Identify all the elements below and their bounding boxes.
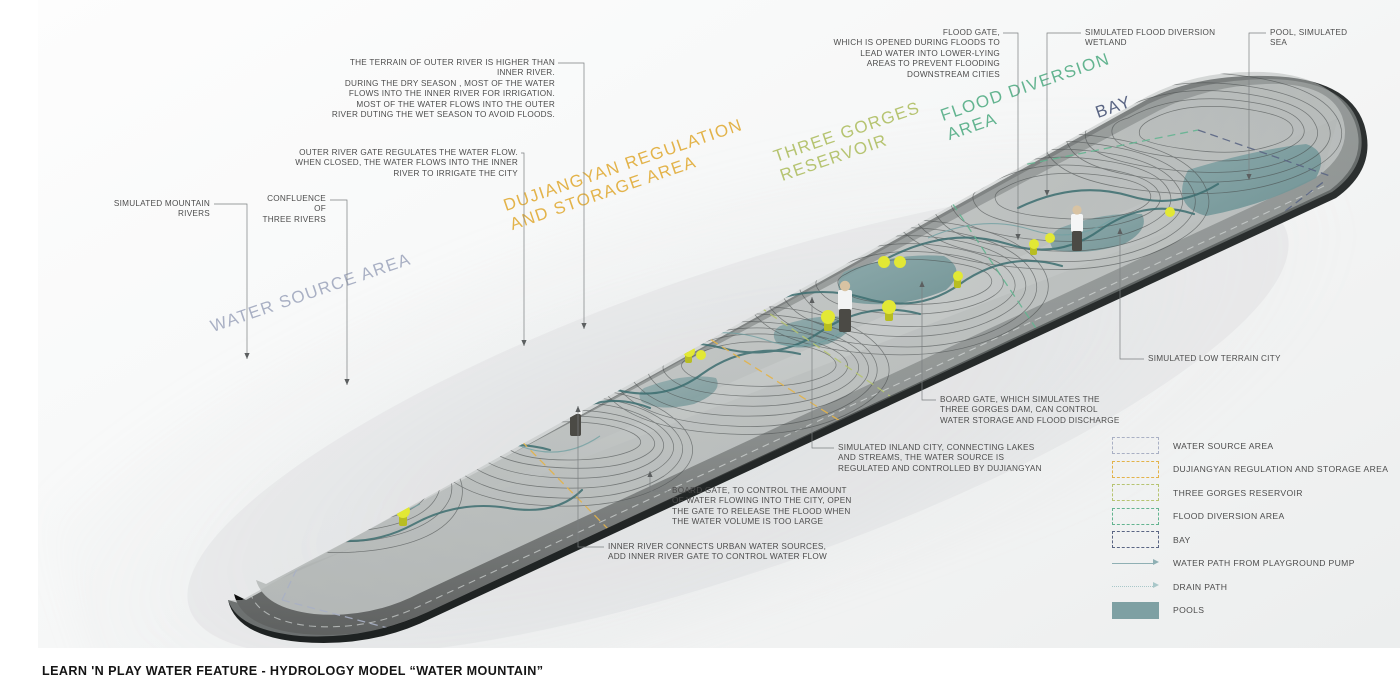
legend-item: DUJIANGYAN REGULATION AND STORAGE AREA xyxy=(1112,458,1392,482)
legend-item: BAY xyxy=(1112,528,1392,552)
legend-item: DRAIN PATH xyxy=(1112,575,1392,599)
legend-label: POOLS xyxy=(1173,605,1205,616)
legend-swatch-box xyxy=(1112,460,1159,478)
legend-label: THREE GORGES RESERVOIR xyxy=(1173,487,1303,498)
legend-item: POOLS xyxy=(1112,599,1392,623)
scale-figure-middle xyxy=(838,280,852,332)
annotation-board-gate-three-gorges: BOARD GATE, WHICH SIMULATES THE THREE GO… xyxy=(940,395,1120,425)
annotation-simulated-low-terrain-city: SIMULATED LOW TERRAIN CITY xyxy=(1148,354,1281,363)
page-title: LEARN 'N PLAY WATER FEATURE - HYDROLOGY … xyxy=(42,664,544,678)
annotation-board-gate-city-amount: BOARD GATE, TO CONTROL THE AMOUNT OF WAT… xyxy=(672,486,852,527)
annotation-outer-river-gate: OUTER RIVER GATE REGULATES THE WATER FLO… xyxy=(295,148,518,178)
legend-label: WATER SOURCE AREA xyxy=(1173,440,1274,451)
legend: WATER SOURCE AREA DUJIANGYAN REGULATION A… xyxy=(1112,434,1392,622)
legend-swatch-box xyxy=(1112,531,1159,549)
legend-label: WATER PATH FROM PLAYGROUND PUMP xyxy=(1173,558,1355,569)
legend-label: DUJIANGYAN REGULATION AND STORAGE AREA xyxy=(1173,464,1389,475)
annotation-flood-gate: FLOOD GATE, WHICH IS OPENED DURING FLOOD… xyxy=(833,28,1000,79)
legend-swatch-box xyxy=(1112,484,1159,502)
annotation-terrain-of-outer-river: THE TERRAIN OF OUTER RIVER IS HIGHER THA… xyxy=(331,58,555,120)
legend-item: WATER PATH FROM PLAYGROUND PUMP xyxy=(1112,552,1392,576)
annotation-simulated-inland-city: SIMULATED INLAND CITY, CONNECTING LAKES … xyxy=(838,443,1042,473)
model-render-area: WATER SOURCE AREA DUJIANGYAN REGULATION A… xyxy=(38,0,1400,648)
legend-swatch-box xyxy=(1112,507,1159,525)
legend-swatch-arrow xyxy=(1112,578,1159,595)
legend-label: FLOOD DIVERSION AREA xyxy=(1173,511,1285,522)
legend-swatch-solid xyxy=(1112,601,1159,619)
legend-item: FLOOD DIVERSION AREA xyxy=(1112,505,1392,529)
annotation-simulated-mountain-rivers: SIMULATED MOUNTAIN RIVERS xyxy=(113,199,210,219)
legend-label: BAY xyxy=(1173,534,1191,545)
annotation-inner-river-connects: INNER RIVER CONNECTS URBAN WATER SOURCES… xyxy=(608,542,827,562)
legend-item: WATER SOURCE AREA xyxy=(1112,434,1392,458)
hydrology-model-illustration xyxy=(187,71,1368,648)
annotation-pool-simulated-sea: POOL, SIMULATED SEA xyxy=(1270,28,1348,48)
annotation-simulated-flood-diversion-wetland: SIMULATED FLOOD DIVERSION WETLAND xyxy=(1085,28,1216,48)
legend-swatch-arrow xyxy=(1112,555,1159,572)
legend-swatch-box xyxy=(1112,437,1159,455)
legend-label: DRAIN PATH xyxy=(1173,581,1228,592)
scale-figure-right xyxy=(1071,205,1083,251)
legend-item: THREE GORGES RESERVOIR xyxy=(1112,481,1392,505)
annotation-confluence-of-three-rivers: CONFLUENCE OF THREE RIVERS xyxy=(262,194,326,224)
